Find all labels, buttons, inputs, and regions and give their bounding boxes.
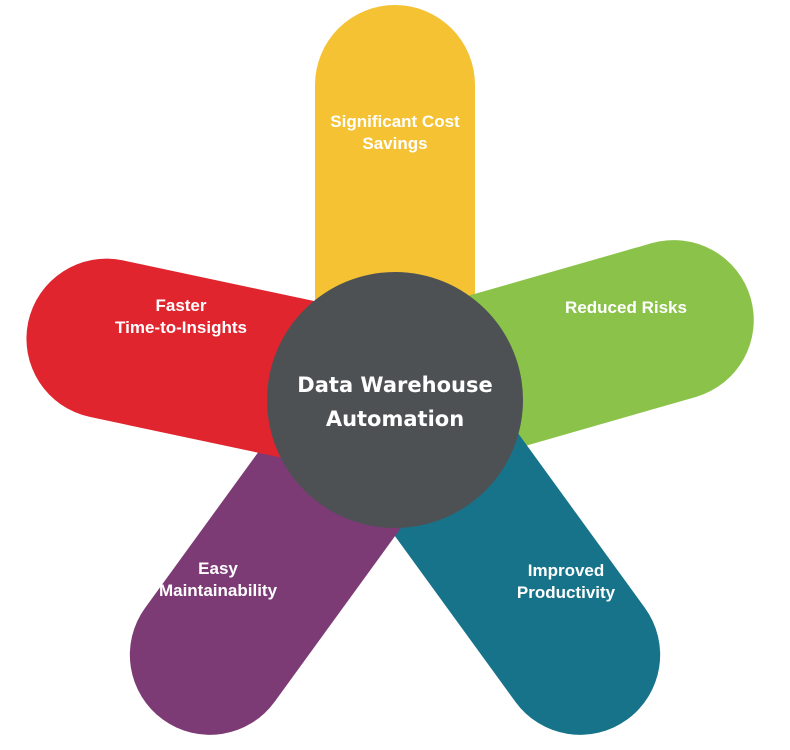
label-line: Improved bbox=[527, 561, 605, 580]
label-line: Productivity bbox=[516, 583, 616, 602]
center-line: Data Warehouse bbox=[297, 373, 493, 397]
label-line: Reduced Risks bbox=[565, 298, 687, 317]
label-insights: Faster Time-to-Insights bbox=[115, 295, 247, 339]
label-productivity: Improved Productivity bbox=[517, 560, 615, 604]
label-line: Time-to-Insights bbox=[115, 318, 247, 337]
label-line: Savings bbox=[362, 134, 428, 153]
center-line: Automation bbox=[325, 407, 465, 431]
label-line: Significant Cost bbox=[330, 112, 460, 131]
center-circle bbox=[267, 272, 523, 528]
label-risks: Reduced Risks bbox=[565, 297, 687, 319]
label-line: Faster bbox=[155, 296, 207, 315]
label-maintain: Easy Maintainability bbox=[159, 558, 277, 602]
label-line: Easy bbox=[198, 559, 238, 578]
label-line: Maintainability bbox=[158, 581, 278, 600]
label-cost: Significant Cost Savings bbox=[330, 111, 459, 155]
center-title: Data Warehouse Automation bbox=[297, 368, 492, 436]
